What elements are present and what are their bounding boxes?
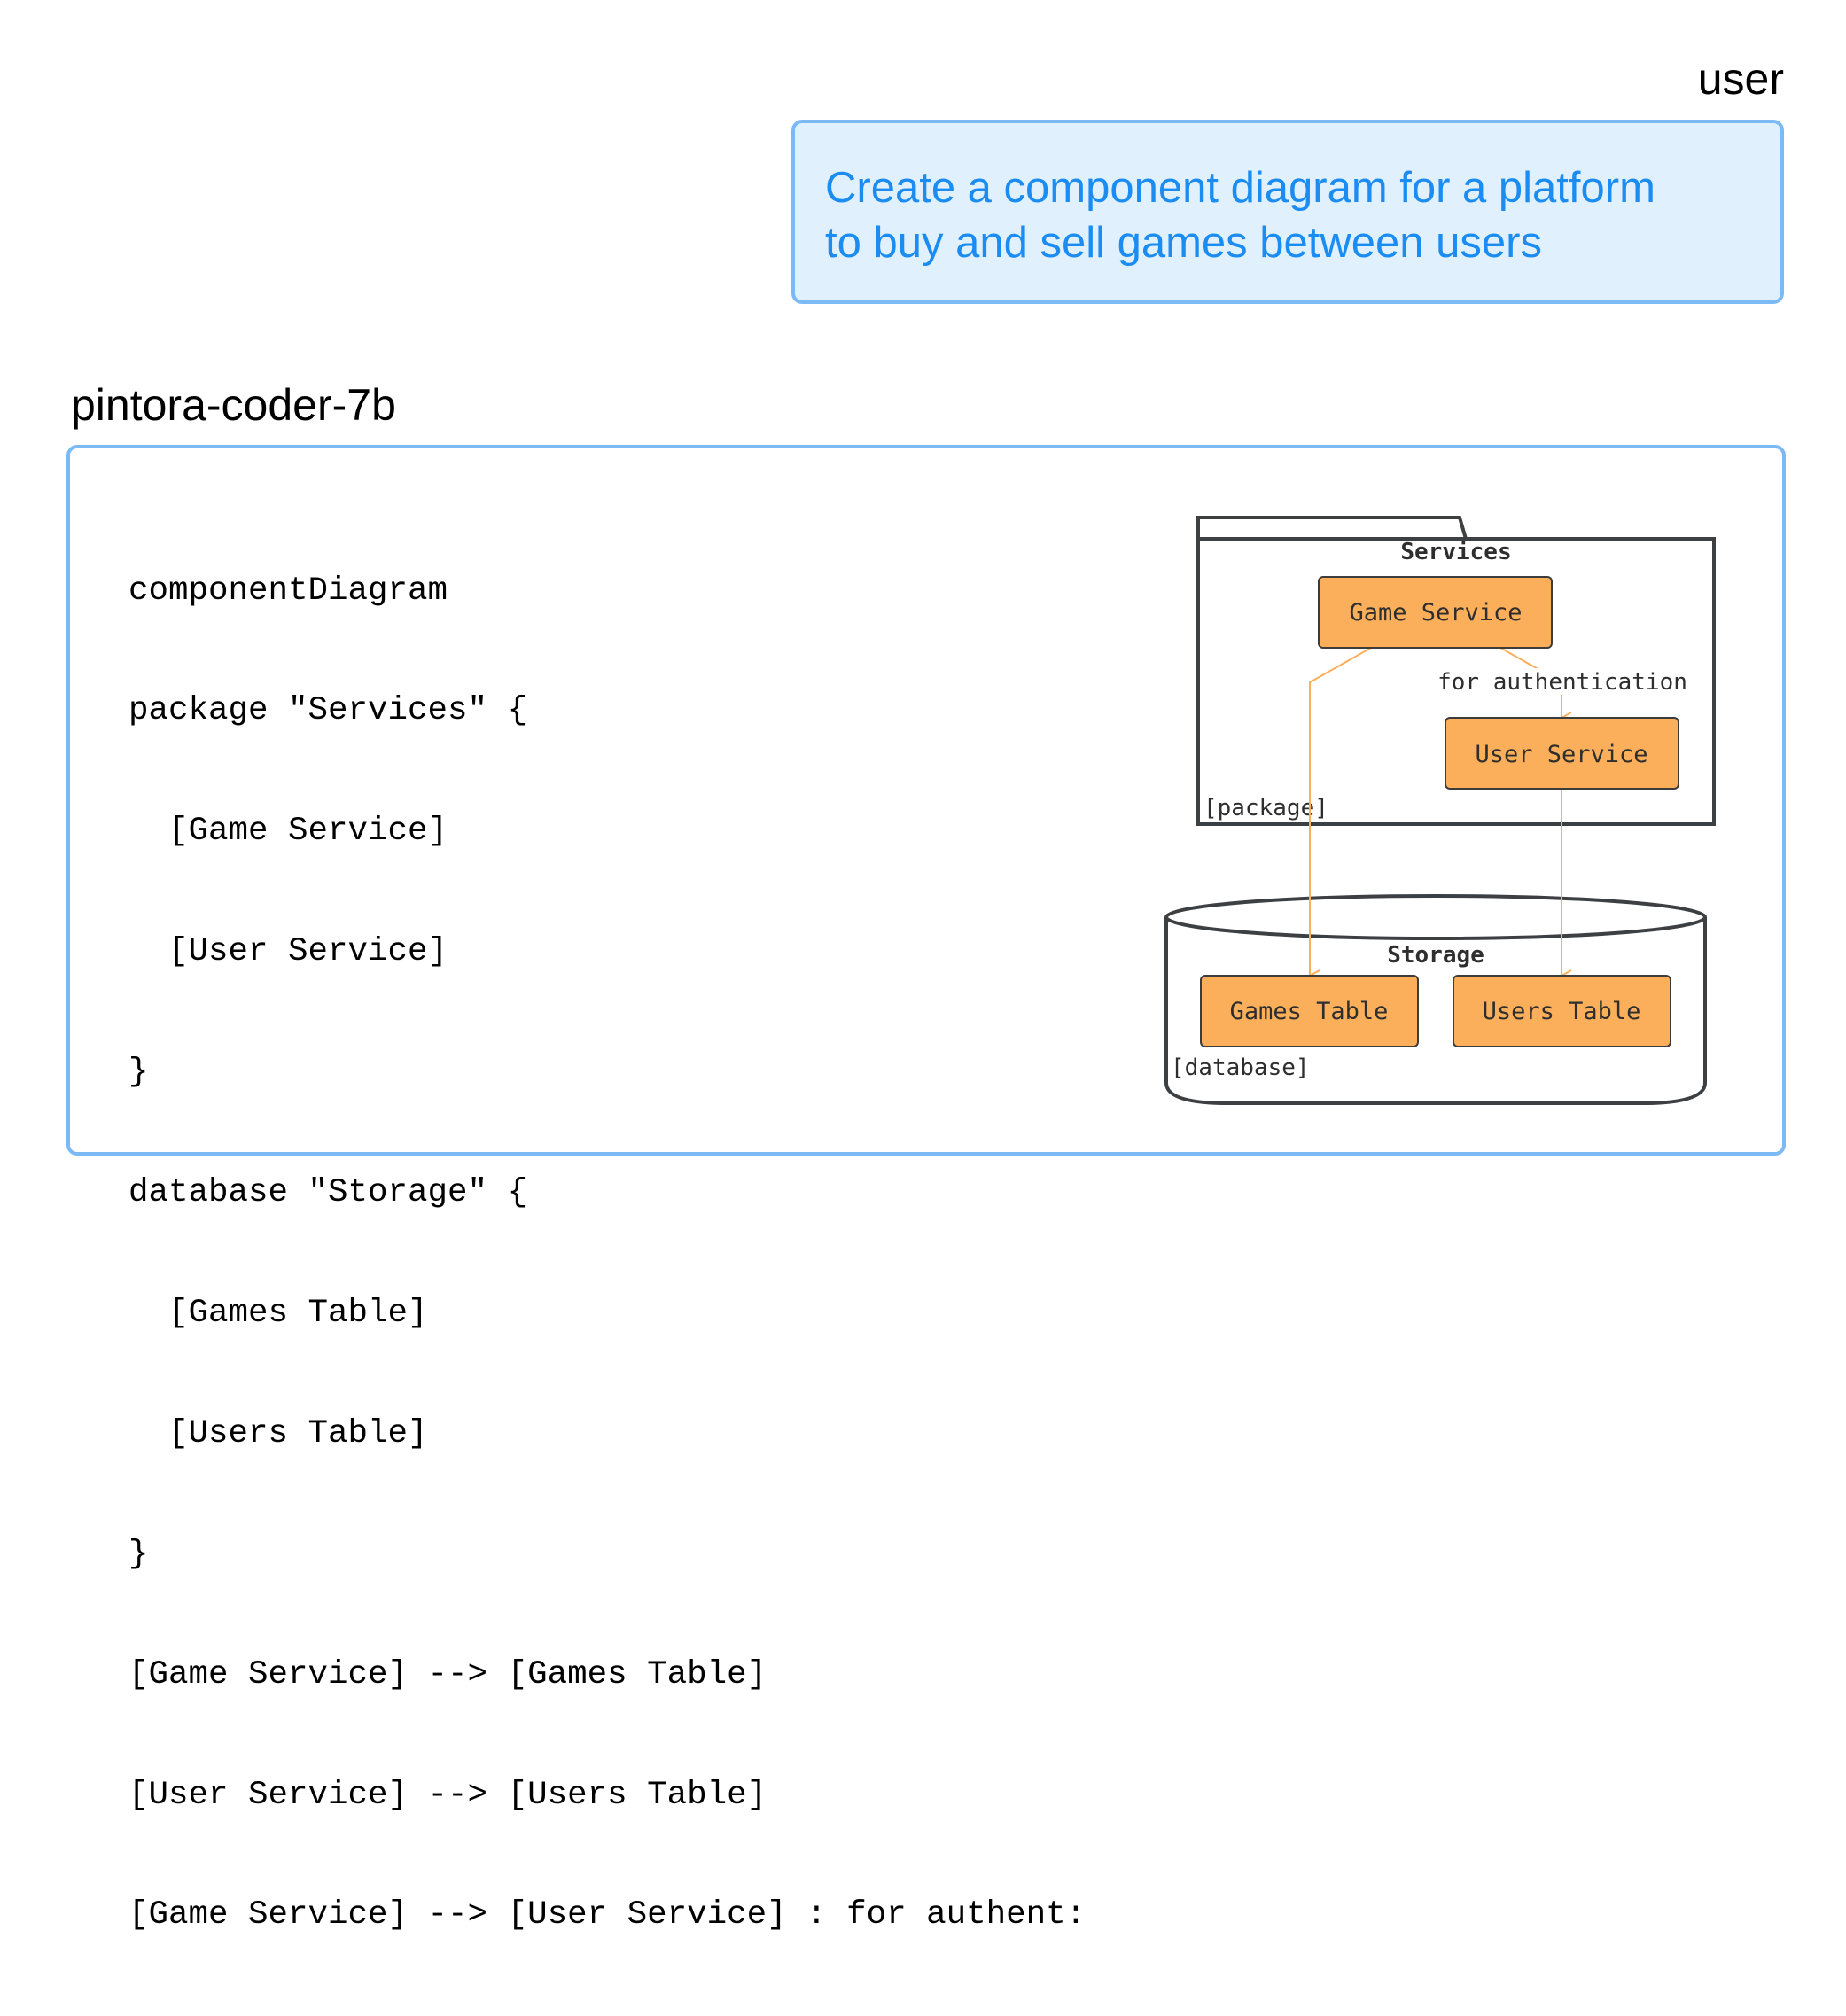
component-diagram: Services [package] Storage [database] fo…	[1164, 516, 1716, 1105]
code-line: [Users Table]	[129, 1414, 428, 1452]
component-users-table: Users Table	[1453, 975, 1671, 1047]
user-role-label: user	[1697, 54, 1784, 104]
database-top	[1164, 894, 1707, 940]
database-stereotype: [database]	[1171, 1055, 1310, 1081]
component-user-service: User Service	[1445, 717, 1679, 790]
component-game-service: Game Service	[1318, 576, 1553, 649]
component-box	[1445, 717, 1679, 790]
component-box	[1200, 975, 1419, 1047]
code-line: [Games Table]	[129, 1294, 428, 1332]
assistant-role-label: pintora-coder-7b	[71, 380, 396, 430]
edge-label: for authentication	[1437, 669, 1687, 696]
database-body	[1164, 917, 1707, 1105]
component-label: Games Table	[1230, 998, 1389, 1025]
component-box	[1318, 576, 1553, 649]
edge-label-background	[1427, 668, 1698, 695]
code-line: [Game Service] --> [Games Table]	[129, 1655, 767, 1693]
component-games-table: Games Table	[1200, 975, 1419, 1047]
code-line: package "Services" {	[129, 692, 528, 730]
code-line: }	[129, 1054, 149, 1092]
package-tab	[1196, 516, 1468, 540]
component-label: Users Table	[1483, 998, 1641, 1025]
code-line: database "Storage" {	[129, 1174, 528, 1212]
assistant-response-panel: componentDiagram package "Services" { [G…	[66, 445, 1786, 1934]
component-label: Game Service	[1349, 599, 1522, 627]
user-message-bubble: Create a component diagram for a platfor…	[791, 120, 1784, 304]
code-line: componentDiagram	[129, 572, 448, 610]
code-line: [User Service] --> [Users Table]	[129, 1776, 767, 1814]
code-line: [Game Service] --> [User Service] : for …	[129, 1896, 1087, 1934]
database-title: Storage	[1387, 942, 1484, 969]
user-message-text: Create a component diagram for a platfor…	[825, 164, 1655, 267]
storage-database: Storage [database]	[1164, 894, 1707, 1105]
component-box	[1453, 975, 1671, 1047]
code-line: }	[129, 1535, 149, 1573]
edges: for authentication	[1310, 647, 1698, 976]
package-title: Services	[1400, 539, 1511, 565]
edge-game-service-to-games-table	[1310, 647, 1372, 976]
code-line: [Game Service]	[129, 813, 448, 851]
component-label: User Service	[1475, 741, 1647, 768]
package-stereotype: [package]	[1203, 795, 1328, 821]
code-line: [User Service]	[129, 933, 448, 971]
